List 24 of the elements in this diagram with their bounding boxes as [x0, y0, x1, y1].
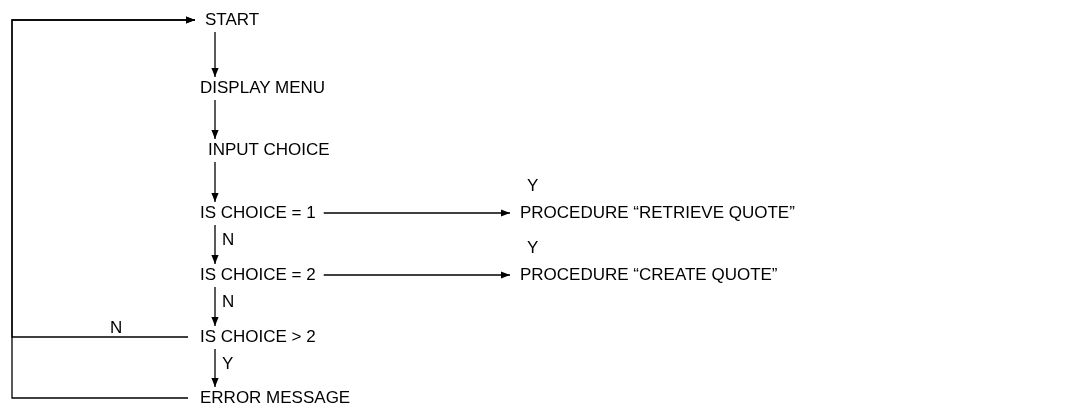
arrow: [211, 99, 219, 140]
flow-step-text: IS CHOICE > 2: [200, 327, 316, 347]
arrow: [211, 224, 219, 265]
arrow: [211, 31, 219, 78]
edge-label: N: [222, 230, 235, 250]
edge-label: N: [222, 292, 235, 312]
flow-step-text: IS CHOICE = 2: [200, 265, 316, 285]
arrow: [211, 348, 219, 388]
arrow: [211, 286, 219, 327]
flow-step-text: INPUT CHOICE: [208, 140, 330, 160]
edge-label: Y: [527, 238, 539, 258]
arrow: [211, 161, 219, 203]
flow-step-text: PROCEDURE “RETRIEVE QUOTE”: [520, 203, 795, 223]
flow-step-text: START: [205, 10, 260, 30]
arrow: [323, 209, 511, 217]
arrow: [323, 271, 511, 279]
arrow: [11, 16, 196, 399]
edge-label: N: [110, 318, 123, 338]
flow-step-text: DISPLAY MENU: [200, 78, 326, 98]
edge-label: Y: [527, 176, 539, 196]
flow-step-text: IS CHOICE = 1: [200, 203, 316, 223]
edge-label: Y: [222, 354, 234, 374]
flow-step-text: PROCEDURE “CREATE QUOTE”: [520, 265, 778, 285]
flow-step-text: ERROR MESSAGE: [200, 388, 351, 408]
